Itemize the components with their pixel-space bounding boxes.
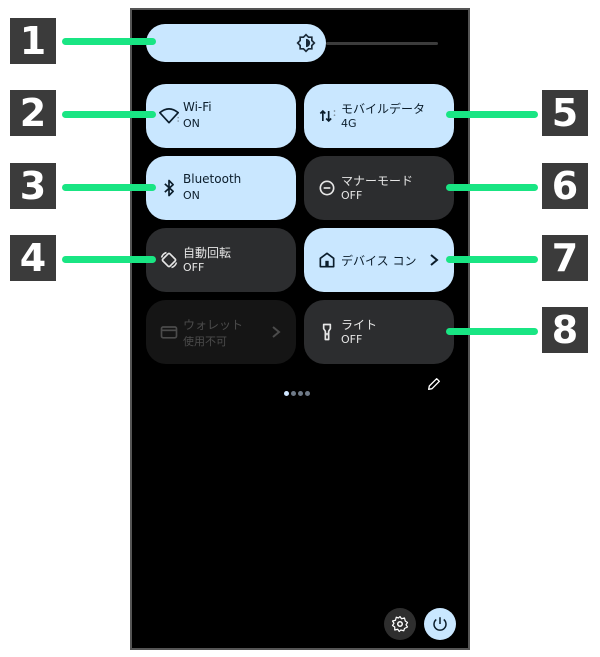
manner-mode-label: マナーモード	[341, 174, 414, 188]
callout-line-3	[62, 184, 156, 191]
gear-icon	[391, 615, 409, 633]
page-dot	[284, 391, 289, 396]
flashlight-status: OFF	[341, 333, 363, 346]
manner-mode-tile[interactable]: マナーモード OFF	[304, 156, 454, 220]
page-indicator	[284, 381, 312, 396]
chevron-right-icon	[430, 254, 439, 266]
callout-4: 4	[10, 235, 56, 281]
auto-rotate-icon	[160, 251, 178, 269]
callout-7: 7	[542, 235, 588, 281]
do-not-disturb-icon	[319, 180, 335, 196]
flashlight-icon	[322, 323, 332, 341]
callout-1: 1	[10, 18, 56, 64]
auto-rotate-tile[interactable]: 自動回転 OFF	[146, 228, 296, 292]
page-dot	[305, 391, 310, 396]
bluetooth-label: Bluetooth	[183, 172, 242, 186]
quick-settings-panel: Wi-Fi ON モバイルデータ 4G Bluetooth ON マナーモード …	[130, 8, 470, 650]
power-button[interactable]	[424, 608, 456, 640]
wifi-status: ON	[183, 117, 200, 130]
bluetooth-icon	[164, 179, 174, 197]
callout-line-2	[62, 111, 156, 118]
mobile-data-tile[interactable]: モバイルデータ 4G	[304, 84, 454, 148]
wifi-icon	[159, 108, 179, 124]
wifi-tile[interactable]: Wi-Fi ON	[146, 84, 296, 148]
wallet-tile[interactable]: ウォレット 使用不可	[146, 300, 296, 364]
callout-line-7	[446, 256, 538, 263]
home-icon	[319, 252, 335, 268]
auto-rotate-status: OFF	[183, 261, 205, 274]
wallet-status: 使用不可	[183, 335, 227, 348]
wifi-label: Wi-Fi	[183, 100, 212, 114]
brightness-track[interactable]	[326, 42, 438, 45]
manner-mode-status: OFF	[341, 189, 363, 202]
callout-6: 6	[542, 163, 588, 209]
callout-line-6	[446, 184, 538, 191]
auto-rotate-label: 自動回転	[183, 246, 232, 260]
settings-button[interactable]	[384, 608, 416, 640]
callout-line-5	[446, 111, 538, 118]
power-icon	[433, 617, 447, 631]
bluetooth-status: ON	[183, 189, 200, 202]
mobile-data-icon	[319, 109, 336, 123]
chevron-right-icon	[272, 326, 281, 338]
brightness-icon	[296, 33, 316, 53]
wallet-label: ウォレット	[183, 318, 244, 332]
device-controls-label: デバイス コン	[341, 254, 417, 268]
wallet-icon	[160, 326, 178, 339]
callout-line-1	[62, 38, 156, 45]
callout-2: 2	[10, 90, 56, 136]
edit-icon[interactable]	[426, 376, 442, 392]
device-controls-tile[interactable]: デバイス コン	[304, 228, 454, 292]
page-dot	[291, 391, 296, 396]
callout-3: 3	[10, 163, 56, 209]
bluetooth-tile[interactable]: Bluetooth ON	[146, 156, 296, 220]
callout-8: 8	[542, 307, 588, 353]
callout-line-8	[446, 328, 538, 335]
page-dot	[298, 391, 303, 396]
callout-line-4	[62, 256, 156, 263]
flashlight-label: ライト	[341, 318, 378, 332]
mobile-data-status: 4G	[341, 117, 357, 130]
flashlight-tile[interactable]: ライト OFF	[304, 300, 454, 364]
brightness-slider[interactable]	[146, 24, 326, 62]
callout-5: 5	[542, 90, 588, 136]
mobile-data-label: モバイルデータ	[341, 102, 426, 116]
